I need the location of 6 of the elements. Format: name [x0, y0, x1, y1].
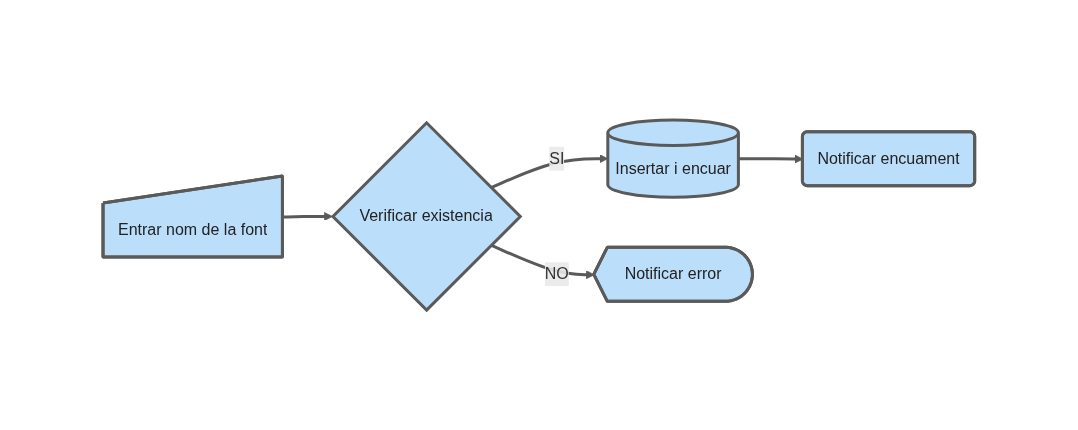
arrow — [490, 243, 595, 279]
arrow — [283, 212, 333, 221]
edge-label: SI — [549, 149, 565, 167]
arrow — [490, 154, 609, 190]
edge-label: NO — [544, 265, 569, 283]
node-diamond: Verificar existencia — [330, 120, 523, 313]
